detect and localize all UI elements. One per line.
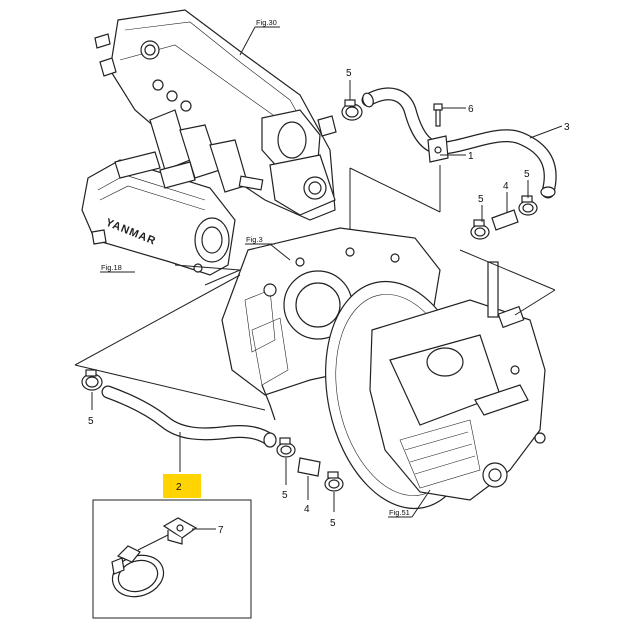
callout-5-bottom-a: 5 xyxy=(282,490,288,501)
callout-3: 3 xyxy=(564,122,570,133)
hose-joint-lower xyxy=(297,457,321,477)
callout-4-right: 4 xyxy=(503,181,509,192)
clamp-detail xyxy=(111,534,169,598)
callout-4-bottom: 4 xyxy=(304,504,310,515)
aftercooler-assembly xyxy=(81,151,236,276)
leader-fig30 xyxy=(239,26,256,56)
hose-lower xyxy=(102,386,276,446)
hose-joint-right xyxy=(491,209,519,231)
hose-clamp-left xyxy=(81,369,103,391)
detail-inset-frame xyxy=(92,499,252,619)
hose-clamp-lower-a xyxy=(276,437,296,458)
callout-5-right-b: 5 xyxy=(524,169,530,180)
callout-2: 2 xyxy=(176,482,182,493)
hose-clamp-lower-b xyxy=(324,471,344,492)
callout-5-left: 5 xyxy=(88,416,94,427)
highlight-marker xyxy=(163,474,201,498)
callout-5-bottom-b: 5 xyxy=(330,518,336,529)
callout-5-right-a: 5 xyxy=(478,194,484,205)
hose-upper xyxy=(362,88,556,198)
bracket-bolt xyxy=(433,103,443,127)
leader-fig18-hose xyxy=(74,274,241,366)
hose-clamp-top xyxy=(341,99,363,121)
fig3-label: Fig.3 xyxy=(246,235,263,244)
callout-1: 1 xyxy=(468,151,474,162)
hose-clamp-right-b xyxy=(518,195,538,216)
fig18-frame-top xyxy=(174,264,241,271)
fig51-label: Fig.51 xyxy=(389,508,410,517)
marine-gearbox xyxy=(325,261,546,510)
cylinder-head-cover xyxy=(94,9,337,221)
fig18-label: Fig.18 xyxy=(101,263,122,272)
hose-bracket xyxy=(427,135,449,163)
callout-5-top: 5 xyxy=(346,68,352,79)
hose-clamp-right-a xyxy=(470,219,490,240)
callout-7: 7 xyxy=(218,525,224,536)
fig30-label: Fig.30 xyxy=(256,18,277,27)
clamp-holder xyxy=(162,517,198,545)
callout-6: 6 xyxy=(468,104,474,115)
